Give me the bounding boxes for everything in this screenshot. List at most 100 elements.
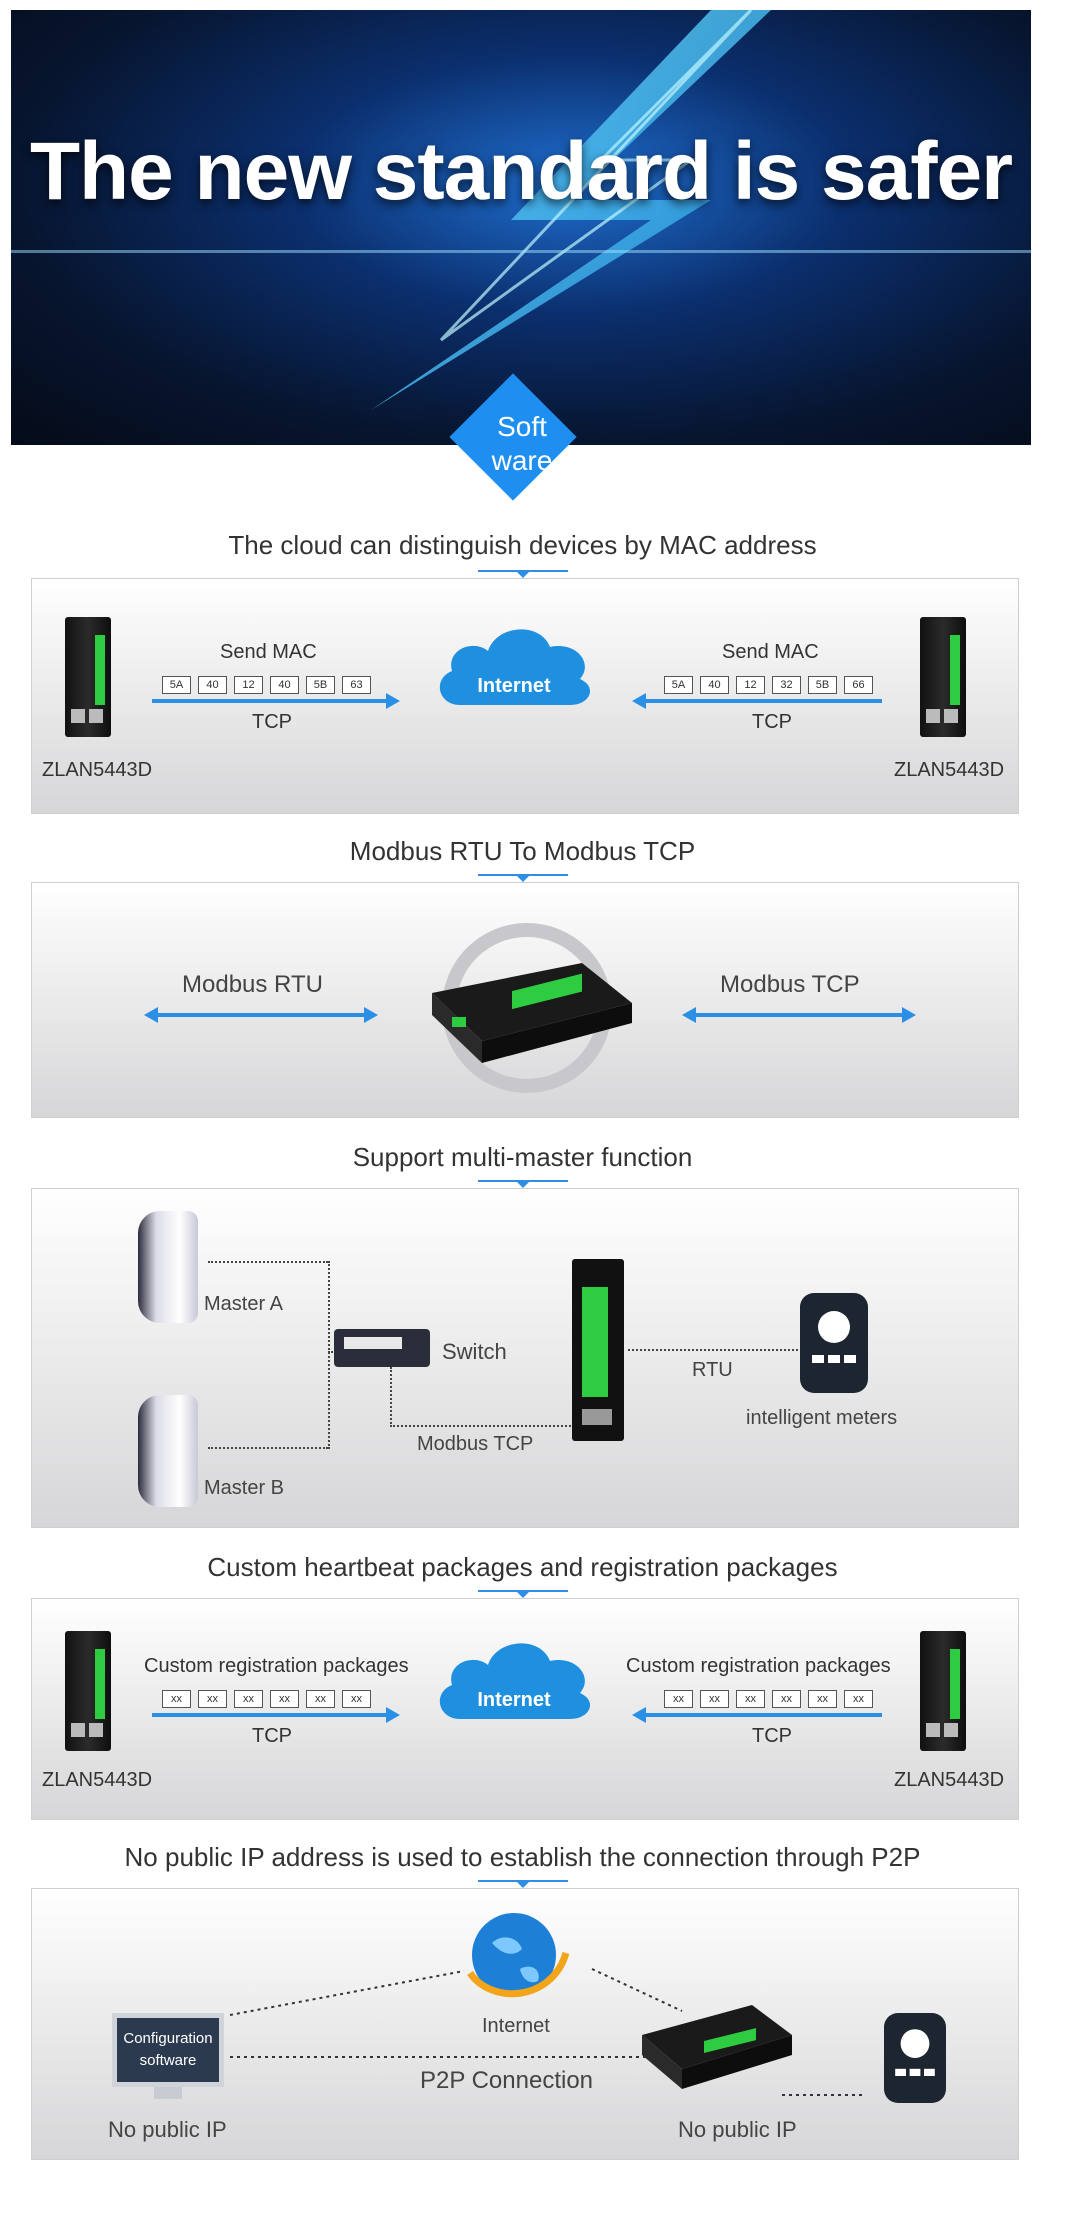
byte: xx (772, 1690, 801, 1708)
master-a-label: Master A (204, 1293, 283, 1315)
right-ip-label: No public IP (678, 2117, 797, 2142)
computer-icon: Configuration software (112, 2013, 224, 2087)
gateway-device-icon (642, 2005, 792, 2089)
arrow-head-right (386, 693, 400, 709)
byte: xx (700, 1690, 729, 1708)
byte: xx (664, 1690, 693, 1708)
byte: xx (736, 1690, 765, 1708)
section-title-heartbeat: Custom heartbeat packages and registrati… (207, 1552, 838, 1582)
send-mac-left: Send MAC (220, 641, 317, 663)
badge-line-2: ware (491, 445, 553, 476)
arrow-left-to-cloud (152, 1713, 388, 1717)
gateway-device-icon (432, 923, 632, 1093)
tcp-arrow (694, 1013, 904, 1017)
master-b-label: Master B (204, 1477, 285, 1499)
internet-label: Internet (482, 2015, 550, 2037)
send-mac-right: Send MAC (722, 641, 819, 663)
master-a-icon (138, 1211, 198, 1323)
arrow-head-left (632, 1707, 646, 1723)
arrow-right-to-cloud (644, 699, 882, 703)
title-underline (478, 570, 568, 572)
gateway-device (572, 1259, 624, 1441)
modbus-tcp-label: Modbus TCP (720, 971, 860, 998)
p2p-label: P2P Connection (420, 2067, 594, 2094)
title-pointer (517, 572, 529, 578)
rtu-label: RTU (692, 1359, 733, 1381)
panel-modbus: Modbus RTU Modbus TCP (31, 882, 1019, 1118)
device-left (65, 617, 111, 737)
panel-multimaster: Master A Master B Switch Modbus TCP RTU … (31, 1188, 1019, 1528)
link-switch-down (390, 1367, 392, 1427)
byte: xx (162, 1690, 191, 1708)
cloud-icon (439, 629, 591, 705)
banner-title: The new standard is safer (29, 126, 1013, 217)
modbus-rtu-label: Modbus RTU (182, 971, 323, 998)
byte: 5B (306, 676, 335, 694)
tcp-right: TCP (752, 1725, 792, 1747)
device-left-label: ZLAN5443D (42, 1769, 153, 1791)
byte: 5A (162, 676, 191, 694)
software-line-2: software (139, 2052, 197, 2069)
byte: xx (270, 1690, 299, 1708)
byte: xx (844, 1690, 873, 1708)
title-underline (478, 1590, 568, 1592)
device-right-label: ZLAN5443D (894, 759, 1005, 781)
title-underline (478, 1180, 568, 1182)
arrow-head-left (632, 693, 646, 709)
hero-banner: The new standard is safer (11, 10, 1031, 445)
byte: 40 (198, 676, 227, 694)
software-badge-text: Soft ware (458, 410, 586, 478)
arrow-right-to-cloud (644, 1713, 882, 1717)
title-pointer (517, 876, 529, 882)
arrow-head-left (682, 1007, 696, 1023)
byte: xx (306, 1690, 335, 1708)
link-to-meter (628, 1349, 814, 1351)
title-underline (478, 874, 568, 876)
section-title-p2p: No public IP address is used to establis… (124, 1842, 921, 1872)
device-right (920, 1631, 966, 1751)
arrow-head-left (144, 1007, 158, 1023)
meter-icon (884, 2013, 946, 2103)
byte: xx (808, 1690, 837, 1708)
tcp-right: TCP (752, 711, 792, 733)
byte: 40 (270, 676, 299, 694)
title-pointer (517, 1882, 529, 1888)
title-pointer (517, 1592, 529, 1598)
left-ip-label: No public IP (108, 2117, 227, 2142)
arrow-head-right (364, 1007, 378, 1023)
software-label: Configuration software (117, 2028, 219, 2072)
byte: xx (342, 1690, 371, 1708)
badge-line-1: Soft (497, 411, 547, 442)
link-master-b (208, 1447, 328, 1449)
switch-icon (334, 1329, 430, 1367)
meter-icon (800, 1293, 868, 1393)
byte: xx (198, 1690, 227, 1708)
modbus-tcp-link-label: Modbus TCP (417, 1433, 534, 1455)
device-right-label: ZLAN5443D (894, 1769, 1005, 1791)
byte: 5A (664, 676, 693, 694)
device-left (65, 1631, 111, 1751)
byte: 5B (808, 676, 837, 694)
byte: 40 (700, 676, 729, 694)
rtu-arrow (156, 1013, 366, 1017)
byte: 12 (234, 676, 263, 694)
device-right (920, 617, 966, 737)
panel-p2p: Configuration software No public IP Inte… (31, 1888, 1019, 2160)
byte: xx (234, 1690, 263, 1708)
byte: 12 (736, 676, 765, 694)
master-b-icon (138, 1395, 198, 1507)
link-to-gateway (390, 1425, 574, 1427)
link-master-a (208, 1261, 328, 1263)
device-left-label: ZLAN5443D (42, 759, 153, 781)
byte: 66 (844, 676, 873, 694)
panel-heartbeat: ZLAN5443D Custom registration packages x… (31, 1598, 1019, 1820)
byte: 63 (342, 676, 371, 694)
software-line-1: Configuration (123, 2030, 213, 2047)
meters-label: intelligent meters (746, 1407, 898, 1429)
lightning-graphic (11, 10, 1031, 410)
globe-icon (467, 1913, 570, 1998)
